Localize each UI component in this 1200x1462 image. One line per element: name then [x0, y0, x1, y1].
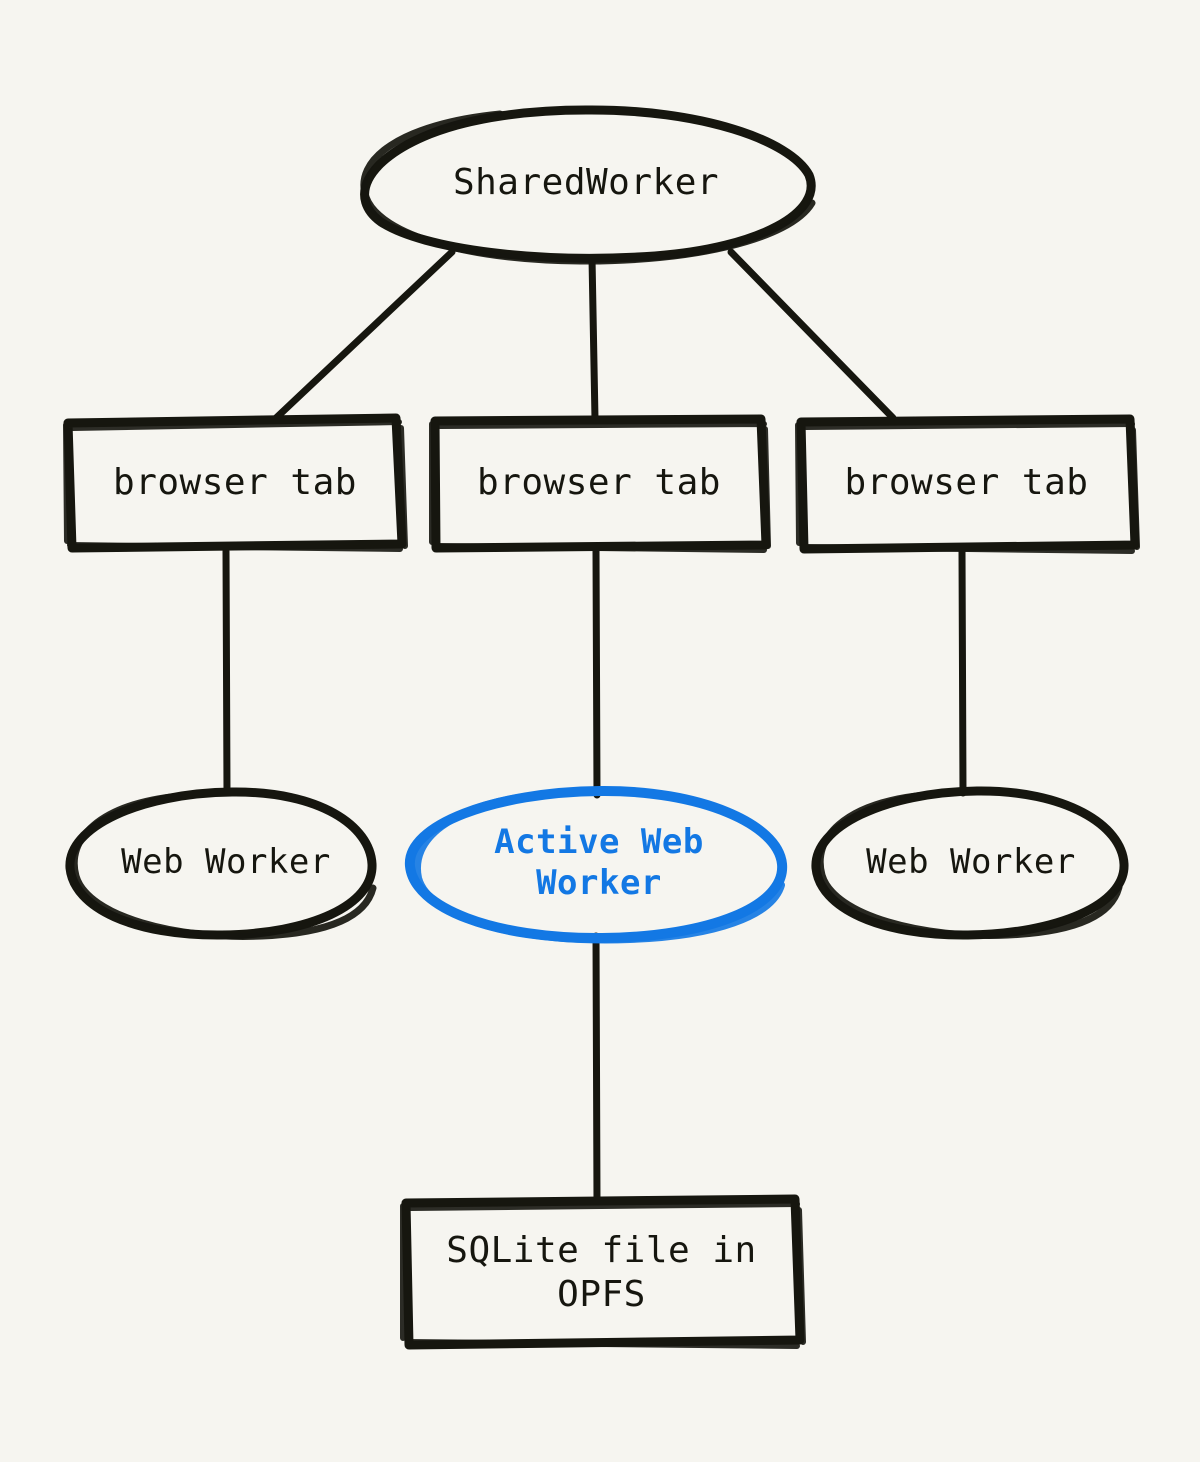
edge-tab-middle-to-worker-active	[592, 547, 601, 799]
node-tab-middle-shape[interactable]	[429, 414, 771, 553]
node-worker-left-shape[interactable]	[65, 787, 377, 940]
node-worker-active-shape[interactable]	[404, 785, 788, 944]
edge-sharedworker-to-tab-left	[272, 248, 456, 422]
edge-sharedworker-to-tab-right	[727, 248, 897, 422]
node-worker-right-shape[interactable]	[811, 786, 1129, 940]
node-storage-shape[interactable]	[400, 1194, 806, 1350]
node-tab-left-shape[interactable]	[63, 413, 408, 553]
edge-sharedworker-to-tab-middle	[588, 254, 599, 423]
edge-worker-active-to-storage	[592, 932, 601, 1206]
edge-tab-right-to-worker-right	[958, 547, 967, 797]
node-sharedworker-shape[interactable]	[360, 105, 816, 265]
node-tab-right-shape[interactable]	[795, 414, 1140, 554]
edge-group	[222, 248, 967, 1206]
edge-tab-left-to-worker-left	[222, 547, 231, 797]
